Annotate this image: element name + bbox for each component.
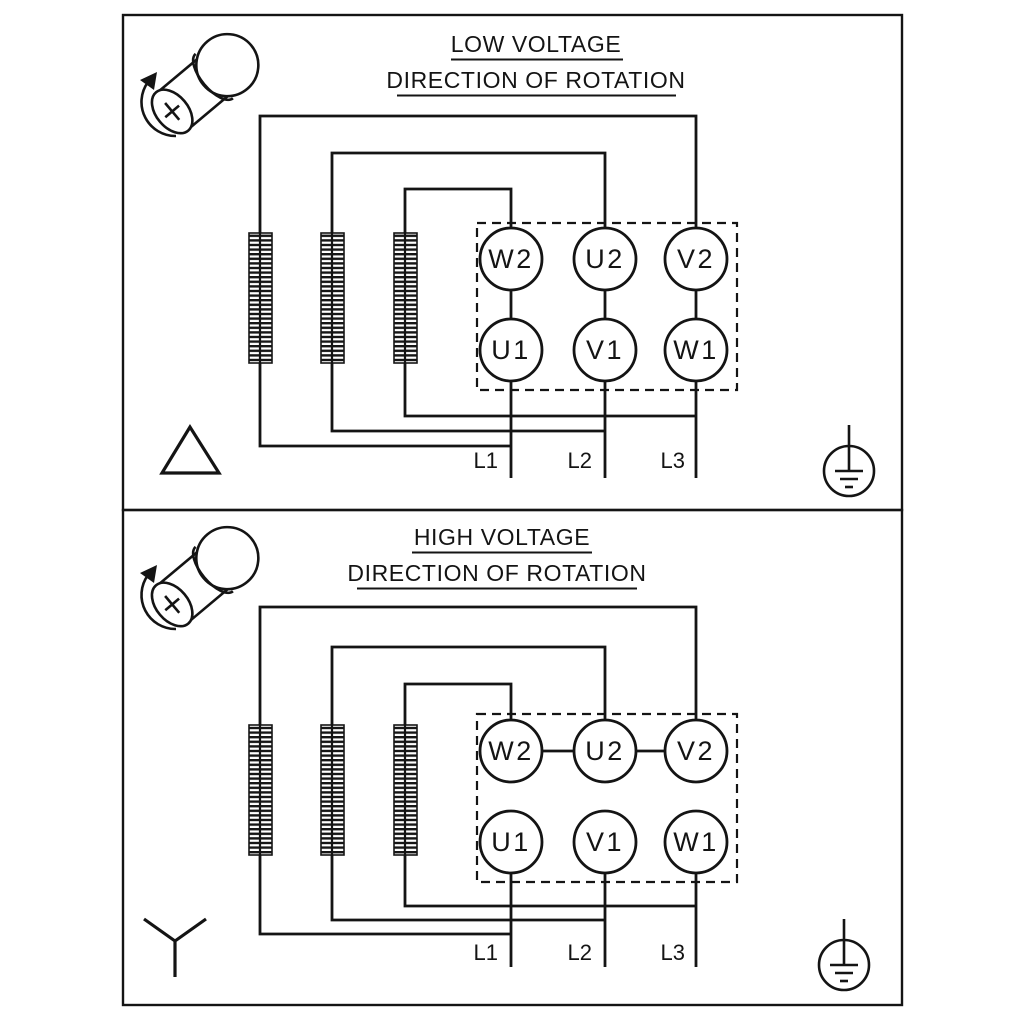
terminal-circle bbox=[663, 317, 729, 383]
terminal-circle bbox=[572, 226, 638, 292]
terminal-label: V2 bbox=[677, 244, 715, 274]
terminal-label: W1 bbox=[673, 827, 719, 857]
panel-high-subtitle: DIRECTION OF ROTATION bbox=[347, 560, 646, 586]
terminal-label: U1 bbox=[491, 827, 531, 857]
supply-label-l2-high: L2 bbox=[568, 940, 592, 965]
supply-label-l3-high: L3 bbox=[661, 940, 685, 965]
supply-label-l2-low: L2 bbox=[568, 448, 592, 473]
terminal-label: W1 bbox=[673, 335, 719, 365]
terminal-w2-high: W2 bbox=[478, 718, 544, 784]
terminal-label: W2 bbox=[488, 736, 534, 766]
terminal-circle bbox=[572, 809, 638, 875]
terminal-box-high bbox=[475, 712, 739, 884]
supply-label-l1-high: L1 bbox=[474, 940, 498, 965]
terminal-label: V2 bbox=[677, 736, 715, 766]
supply-label-l1-low: L1 bbox=[474, 448, 498, 473]
star-symbol bbox=[143, 917, 207, 977]
wiring-low bbox=[258, 114, 698, 478]
motor-rotation-icon bbox=[138, 20, 273, 147]
terminal-circle bbox=[478, 809, 544, 875]
terminal-box-low bbox=[475, 221, 739, 392]
terminal-circle bbox=[663, 809, 729, 875]
terminal-v1-high: V1 bbox=[572, 809, 638, 875]
terminal-w2-low: W2 bbox=[478, 226, 544, 292]
terminal-label: V1 bbox=[586, 827, 624, 857]
terminal-u1-high: U1 bbox=[478, 809, 544, 875]
terminal-v2-low: V2 bbox=[663, 226, 729, 292]
terminal-circle bbox=[478, 317, 544, 383]
terminal-label: W2 bbox=[488, 244, 534, 274]
panel-high-title: HIGH VOLTAGE bbox=[414, 524, 590, 550]
stator-coils-low bbox=[248, 232, 418, 364]
delta-symbol bbox=[159, 423, 222, 475]
panel-high-border bbox=[121, 508, 904, 1007]
motor-rotation-icon bbox=[138, 513, 273, 640]
terminal-u2-high: U2 bbox=[572, 718, 638, 784]
terminal-u2-low: U2 bbox=[572, 226, 638, 292]
panel-low-subtitle: DIRECTION OF ROTATION bbox=[386, 67, 685, 93]
panel-high-voltage: HIGH VOLTAGE DIRECTION OF ROTATION bbox=[121, 508, 904, 1007]
terminal-u1-low: U1 bbox=[478, 317, 544, 383]
terminal-v1-low: V1 bbox=[572, 317, 638, 383]
terminal-label: U2 bbox=[585, 244, 625, 274]
panel-low-title: LOW VOLTAGE bbox=[451, 31, 622, 57]
earth-ground-icon bbox=[822, 423, 876, 498]
stator-coils-high bbox=[248, 724, 418, 856]
terminal-circle bbox=[478, 226, 544, 292]
terminal-circle bbox=[478, 718, 544, 784]
terminal-label: V1 bbox=[586, 335, 624, 365]
wiring-high bbox=[258, 605, 698, 967]
terminals-low: W2 U2 V2 U1 V1 W1 bbox=[478, 226, 729, 383]
panel-low-voltage: LOW VOLTAGE DIRECTION OF ROTATION bbox=[121, 13, 904, 512]
terminal-w1-low: W1 bbox=[663, 317, 729, 383]
terminal-circle bbox=[663, 226, 729, 292]
terminal-v2-high: V2 bbox=[663, 718, 729, 784]
terminal-circle bbox=[663, 718, 729, 784]
terminal-circle bbox=[572, 317, 638, 383]
terminal-circle bbox=[572, 718, 638, 784]
earth-ground-icon bbox=[817, 917, 871, 992]
supply-label-l3-low: L3 bbox=[661, 448, 685, 473]
terminal-label: U2 bbox=[585, 736, 625, 766]
terminals-high: W2 U2 V2 U1 V1 W1 bbox=[478, 718, 729, 875]
terminal-w1-high: W1 bbox=[663, 809, 729, 875]
terminal-label: U1 bbox=[491, 335, 531, 365]
